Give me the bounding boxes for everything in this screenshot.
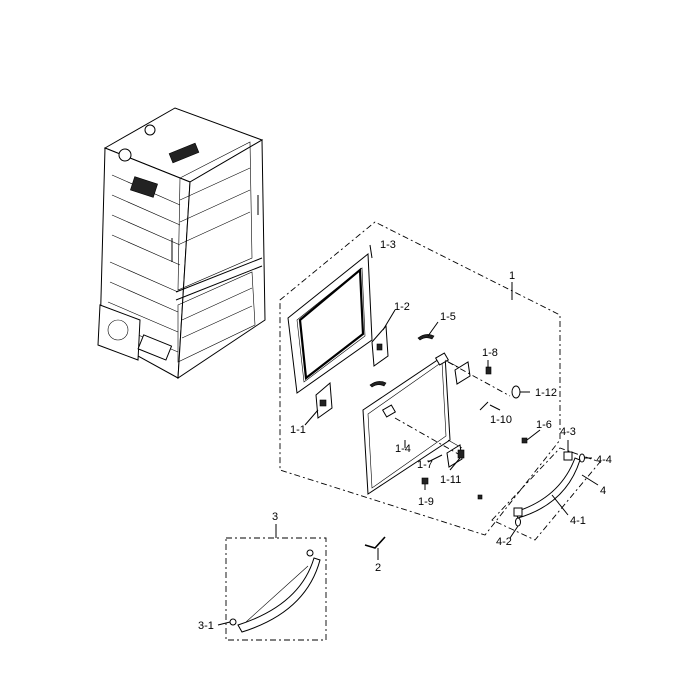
part-1-8 xyxy=(485,366,492,375)
handle-4-boundary xyxy=(491,447,601,541)
handle-3 xyxy=(229,549,321,633)
label-4-2: 4-2 xyxy=(496,536,512,548)
label-1-7: 1-7 xyxy=(417,459,433,471)
part-1-10 xyxy=(479,401,489,411)
label-1-9: 1-9 xyxy=(418,496,434,508)
door-assembly-boundary xyxy=(279,221,561,536)
label-3-1: 3-1 xyxy=(198,620,214,632)
door-gasket xyxy=(287,252,373,394)
label-1-2: 1-2 xyxy=(394,301,410,313)
part-screw xyxy=(477,494,483,500)
part-2 xyxy=(364,536,386,549)
hinge-1-1 xyxy=(315,381,333,419)
part-4-2 xyxy=(515,517,521,527)
part-1-6 xyxy=(521,437,528,444)
part-1-11 xyxy=(457,449,465,459)
handle-3-boundary xyxy=(225,537,327,641)
label-1-4: 1-4 xyxy=(395,443,411,455)
part-4-4 xyxy=(579,453,585,463)
leader-lines xyxy=(217,244,599,626)
label-1-10: 1-10 xyxy=(490,414,512,426)
refrigerator-cabinet xyxy=(97,107,266,379)
label-1-8: 1-8 xyxy=(482,347,498,359)
part-1-9 xyxy=(421,477,429,485)
label-4: 4 xyxy=(600,485,606,497)
door-panel xyxy=(362,352,463,495)
label-1-3: 1-3 xyxy=(380,239,396,251)
label-1-6: 1-6 xyxy=(536,419,552,431)
label-1-11: 1-11 xyxy=(440,474,461,486)
label-1: 1 xyxy=(509,270,515,282)
label-4-3: 4-3 xyxy=(560,426,576,438)
label-1-1: 1-1 xyxy=(290,424,306,436)
label-4-1: 4-1 xyxy=(570,515,586,527)
bracket-upper xyxy=(454,361,471,385)
label-1-12: 1-12 xyxy=(535,387,557,399)
label-3: 3 xyxy=(272,511,278,523)
label-2: 2 xyxy=(375,562,381,574)
label-1-5: 1-5 xyxy=(440,311,456,323)
label-4-4: 4-4 xyxy=(596,454,612,466)
part-1-5 xyxy=(369,334,435,388)
hinge-1-2 xyxy=(371,324,389,367)
part-labels: 1 1-3 1-2 1-5 1-8 1-12 1-10 1-6 1-1 1-4 … xyxy=(198,239,612,632)
part-1-12 xyxy=(511,385,521,399)
